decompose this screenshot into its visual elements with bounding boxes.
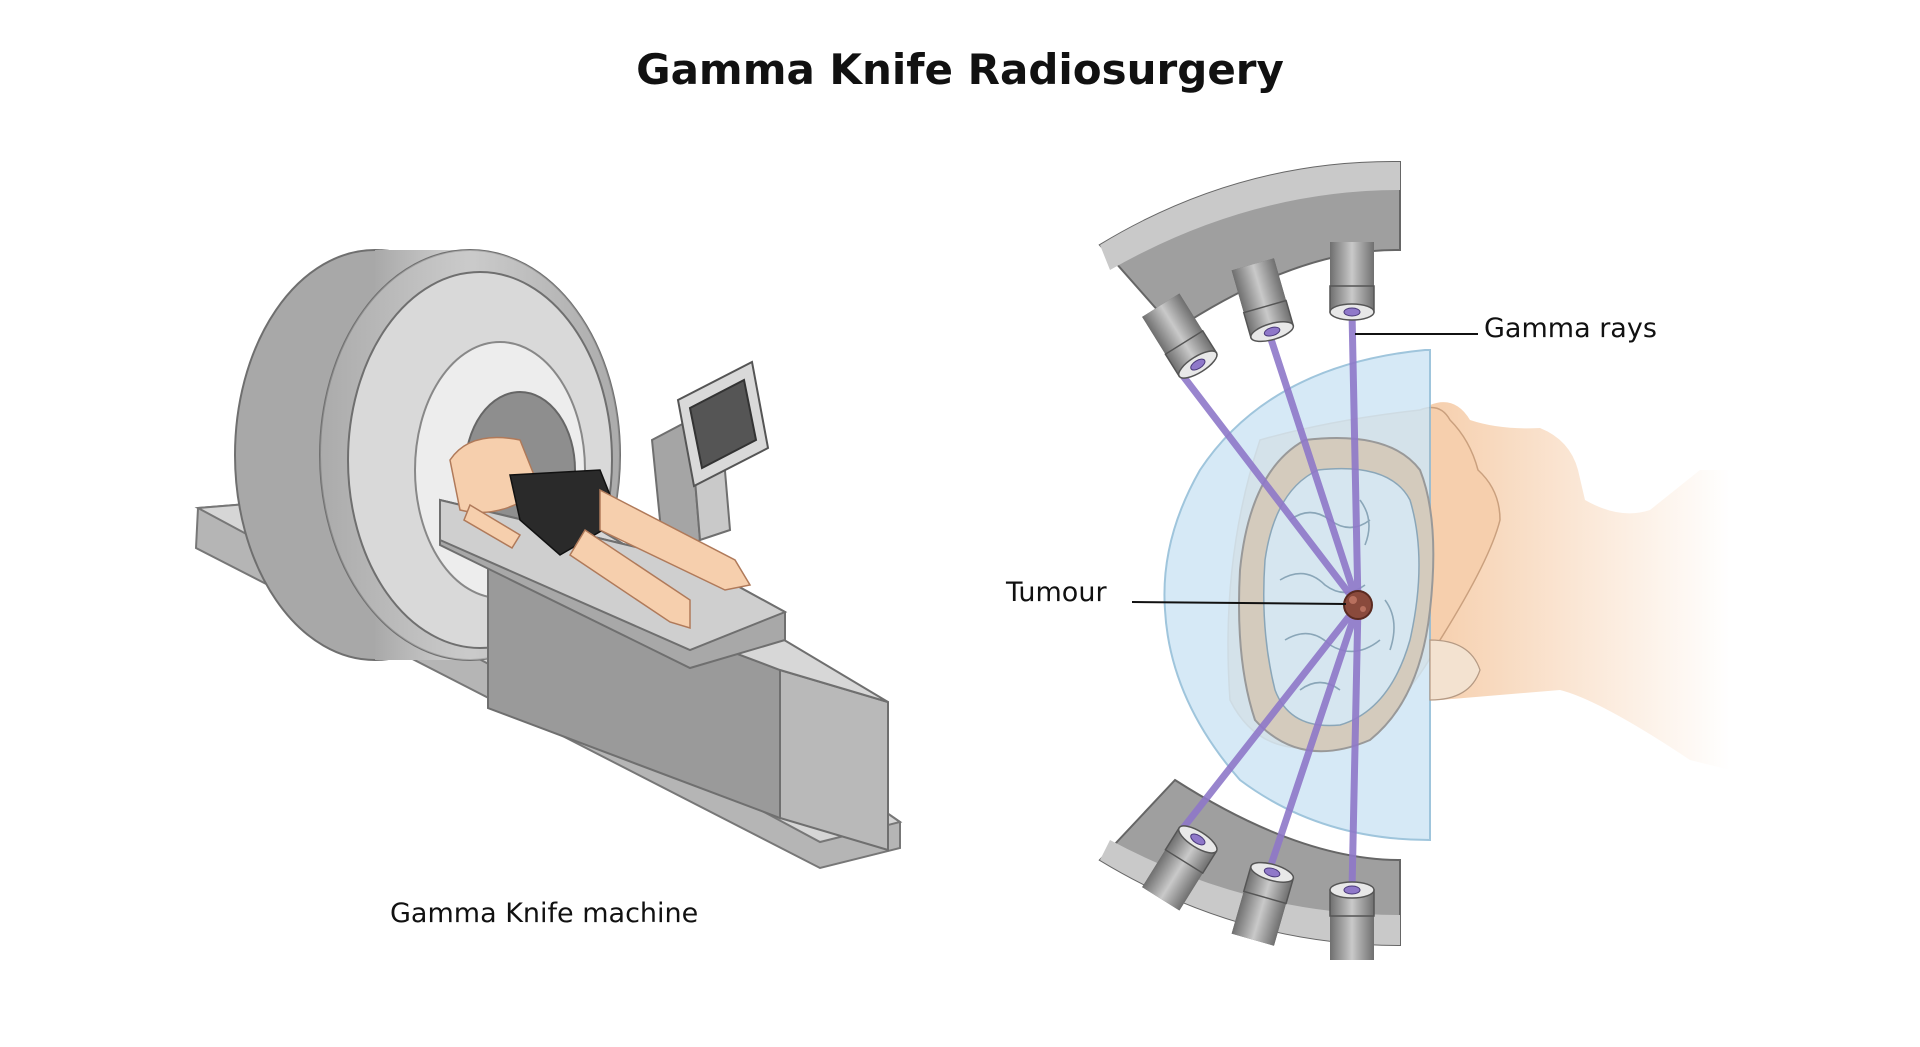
- tumour-mark: [1343, 590, 1373, 620]
- gamma-rays: [1176, 308, 1362, 894]
- machine-label: Gamma Knife machine: [390, 898, 699, 929]
- page-title: Gamma Knife Radiosurgery: [636, 45, 1284, 94]
- collimator-source: [1329, 241, 1375, 321]
- gamma-knife-cross-section: [1098, 160, 1730, 961]
- gamma-knife-machine-illustration: [194, 249, 903, 870]
- tumour-label: Tumour: [1006, 577, 1107, 608]
- control-monitor: [650, 360, 770, 562]
- gamma-rays-label: Gamma rays: [1484, 313, 1657, 344]
- tumour-leader: [1131, 601, 1347, 605]
- patient-figure: [449, 436, 752, 630]
- collimator-source: [1329, 881, 1375, 961]
